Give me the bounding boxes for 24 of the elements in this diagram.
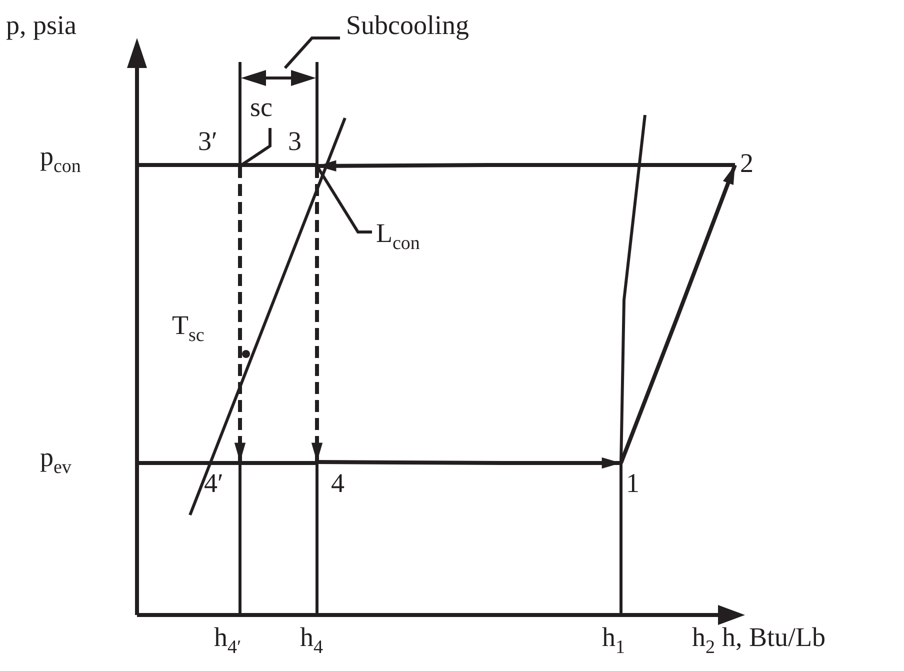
point-label: 2 xyxy=(740,150,754,177)
tick-label: h$_{1}$ xyxy=(602,624,625,657)
callout-label: Subcooling xyxy=(346,12,470,39)
tick-label: h$_{4}$ xyxy=(300,624,323,657)
callout-label: L$_{con}$ xyxy=(376,220,420,253)
callout-label: sc xyxy=(250,94,272,121)
pressure-label: p$_{ev}$ xyxy=(40,444,72,477)
point-label: 1 xyxy=(626,470,640,497)
point-label: 4′ xyxy=(204,470,224,497)
process-arrow xyxy=(316,160,735,172)
point-label: 4 xyxy=(331,470,344,497)
process-arrow xyxy=(317,457,621,469)
axis-title: h, Btu/Lb xyxy=(722,624,826,651)
expansion-arrow xyxy=(311,166,323,462)
tick-label: h$_{4′}$ xyxy=(214,624,242,657)
pressure-label: p$_{con}$ xyxy=(40,143,81,176)
process-arrow xyxy=(619,164,737,464)
point-label: 3 xyxy=(288,128,302,155)
point-label: 3′ xyxy=(198,128,218,155)
tick-label: h$_{2}$ xyxy=(692,624,715,657)
expansion-arrow xyxy=(234,166,246,462)
axis-title: p, psia xyxy=(6,12,76,39)
point-label: T$_{sc}$ xyxy=(172,312,204,345)
leader-line xyxy=(284,36,340,69)
